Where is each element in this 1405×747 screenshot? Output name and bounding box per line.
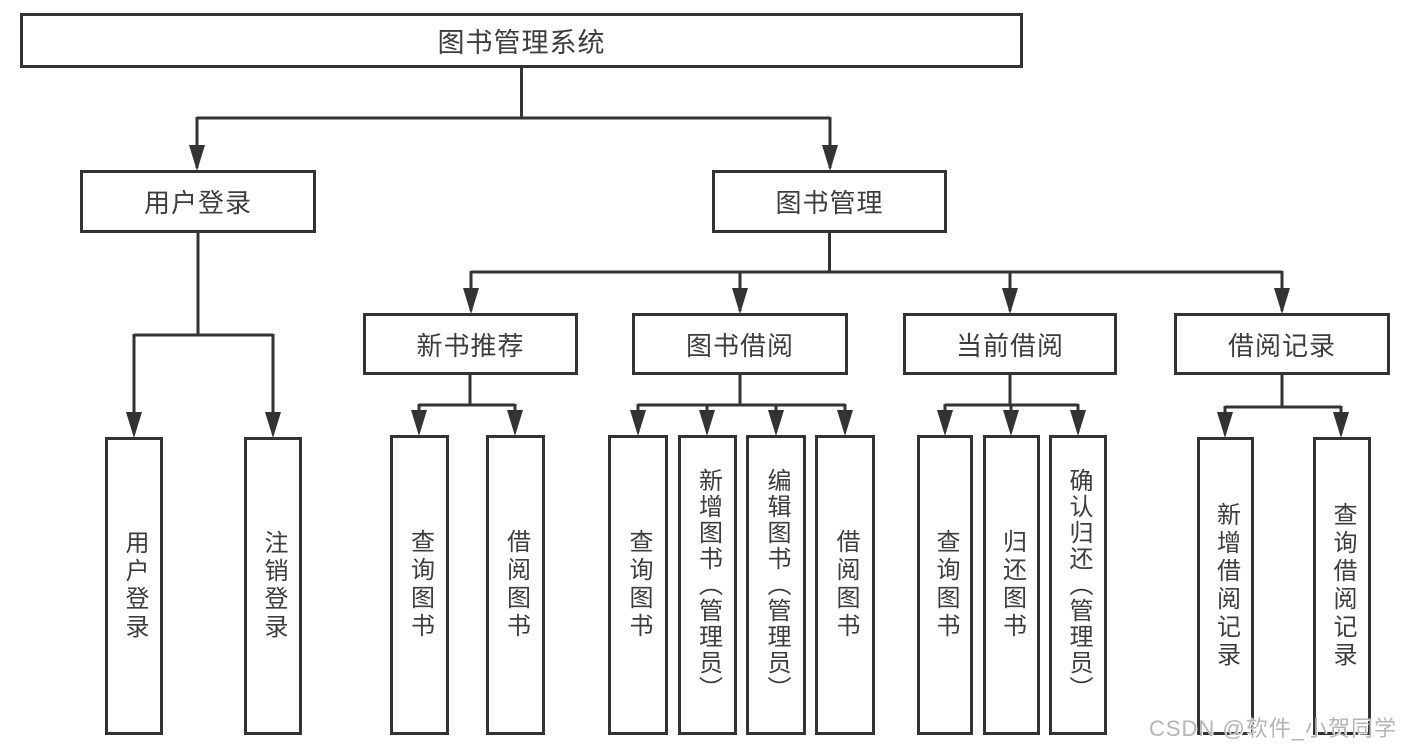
leaf-query-borrow-record: 查询借阅记录 <box>1313 437 1371 735</box>
node-new-book-rec: 新书推荐 <box>363 313 578 375</box>
leaf-confirm-return: 确认归还（管理员） <box>1049 435 1107 735</box>
leaf-logout: 注销登录 <box>244 437 302 735</box>
leaf-edit-book: 编辑图书（管理员） <box>746 435 806 735</box>
leaf-query-book-2: 查询图书 <box>608 435 668 735</box>
node-book-borrow: 图书借阅 <box>632 313 848 375</box>
leaf-query-book-3: 查询图书 <box>917 435 973 735</box>
leaf-add-book: 新增图书（管理员） <box>678 435 737 735</box>
csdn-watermark: CSDN @软件_小贺同学 <box>1148 716 1397 741</box>
leaf-query-book-1: 查询图书 <box>390 435 449 735</box>
node-borrow-records: 借阅记录 <box>1174 313 1390 375</box>
leaf-borrow-book-1: 借阅图书 <box>486 435 545 735</box>
arrowheads <box>126 145 1349 438</box>
node-root: 图书管理系统 <box>20 13 1023 68</box>
leaf-borrow-book-2: 借阅图书 <box>815 435 875 735</box>
node-book-mgmt: 图书管理 <box>712 170 947 233</box>
node-current-borrow: 当前借阅 <box>903 313 1117 375</box>
node-user-login: 用户登录 <box>80 170 316 233</box>
leaf-add-borrow-record: 新增借阅记录 <box>1197 437 1254 735</box>
leaf-return-book: 归还图书 <box>983 435 1040 735</box>
leaf-user-login: 用户登录 <box>105 437 163 735</box>
